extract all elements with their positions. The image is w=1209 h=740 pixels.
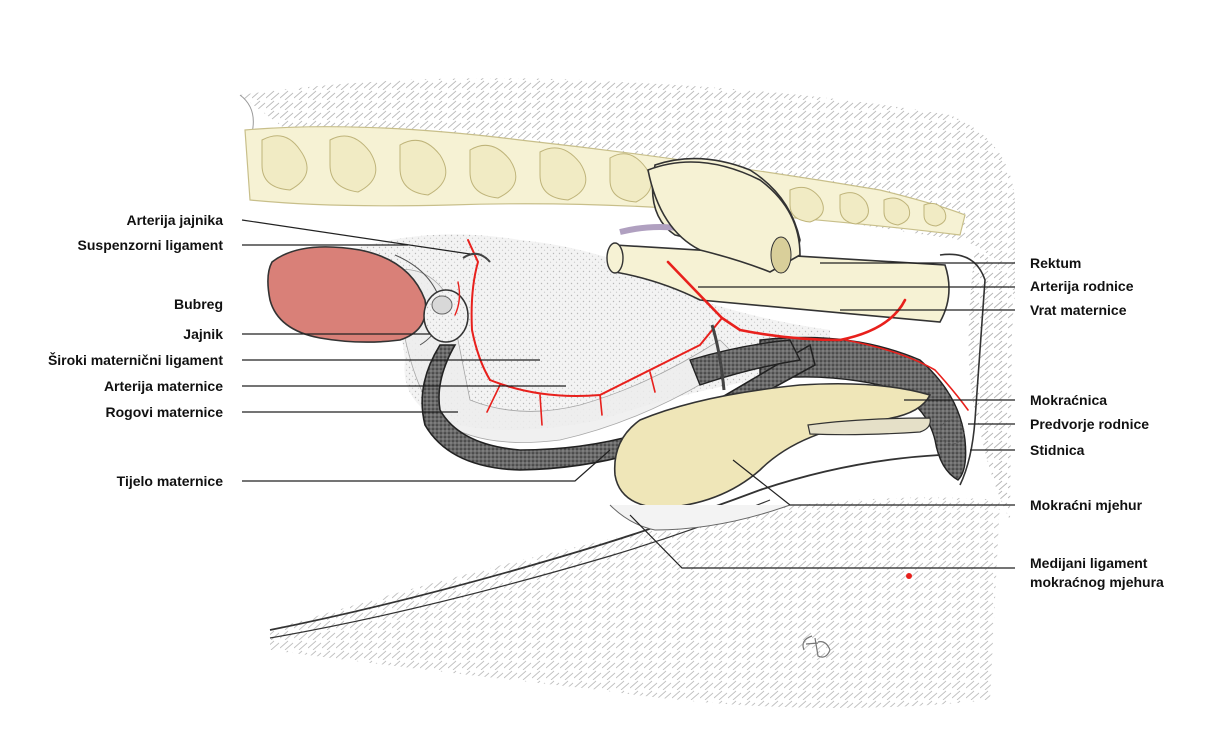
- label-arterija-jajnika: Arterija jajnika: [127, 212, 224, 228]
- labels-left: Arterija jajnika Suspenzorni ligament Bu…: [48, 212, 223, 489]
- label-mokracnica: Mokraćnica: [1030, 392, 1107, 408]
- label-tijelo-maternice: Tijelo maternice: [117, 473, 224, 489]
- red-dot: [906, 573, 912, 579]
- label-mokracnog-mjehura: mokraćnog mjehura: [1030, 574, 1164, 590]
- label-vrat-maternice: Vrat maternice: [1030, 302, 1127, 318]
- sacrum-canal: [771, 237, 791, 273]
- label-arterija-rodnice: Arterija rodnice: [1030, 278, 1134, 294]
- label-siroki-maternicni-ligament: Široki maternični ligament: [48, 351, 223, 368]
- label-arterija-maternice: Arterija maternice: [104, 378, 223, 394]
- label-medijani-ligament: Medijani ligament: [1030, 555, 1148, 571]
- label-mokracni-mjehur: Mokraćni mjehur: [1030, 497, 1143, 513]
- label-rogovi-maternice: Rogovi maternice: [106, 404, 224, 420]
- label-predvorje-rodnice: Predvorje rodnice: [1030, 416, 1149, 432]
- label-jajnik: Jajnik: [183, 326, 223, 342]
- label-bubreg: Bubreg: [174, 296, 223, 312]
- label-rektum: Rektum: [1030, 255, 1081, 271]
- labels-right: Rektum Arterija rodnice Vrat maternice M…: [1030, 255, 1164, 590]
- label-suspenzorni-ligament: Suspenzorni ligament: [78, 237, 224, 253]
- ovary-follicle: [432, 296, 452, 314]
- label-stidnica: Stidnica: [1030, 442, 1085, 458]
